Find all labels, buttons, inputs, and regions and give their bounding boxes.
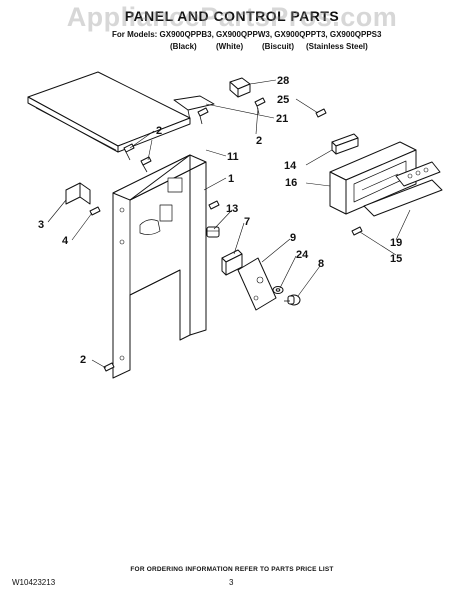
- ordering-note: FOR ORDERING INFORMATION REFER TO PARTS …: [130, 566, 334, 573]
- part-main-panel: [112, 154, 207, 379]
- page-number: 3: [229, 578, 234, 587]
- part-control-plate: [237, 257, 277, 311]
- page-title: PANEL AND CONTROL PARTS: [124, 8, 340, 24]
- part-knob: [284, 294, 301, 306]
- callout-25: 25: [277, 94, 289, 106]
- callout-9: 9: [290, 232, 296, 244]
- screw-icons: [89, 97, 363, 372]
- part-overlay: [363, 161, 443, 217]
- color-biscuit: (Biscuit): [262, 42, 294, 51]
- callout-24: 24: [296, 249, 309, 261]
- part-switch: [221, 249, 243, 276]
- part-washer: [272, 286, 284, 294]
- part-small-bracket: [65, 182, 91, 205]
- callout-19: 19: [390, 237, 402, 249]
- part-hinge-bracket: [173, 95, 215, 121]
- models-line: For Models: GX900QPPB3, GX900QPPW3, GX90…: [112, 30, 382, 39]
- color-white: (White): [216, 42, 244, 51]
- callout-4: 4: [62, 235, 69, 247]
- callout-15: 15: [390, 253, 402, 265]
- part-bezel-clip: [331, 133, 359, 155]
- callout-8: 8: [318, 258, 324, 270]
- document-number: W10423213: [12, 578, 56, 587]
- part-hinge-block: [229, 77, 251, 98]
- callout-16: 16: [285, 177, 297, 189]
- callout-14: 14: [284, 160, 297, 172]
- callout-11: 11: [227, 151, 239, 163]
- callout-21: 21: [276, 113, 288, 125]
- callout-2b: 2: [256, 135, 262, 147]
- callout-7: 7: [244, 216, 250, 228]
- callout-2c: 2: [80, 354, 86, 366]
- part-control-panel: [329, 141, 417, 215]
- callout-2a: 2: [156, 125, 162, 137]
- part-clip: [206, 226, 220, 238]
- callout-13: 13: [226, 203, 238, 215]
- part-top-cover: [27, 71, 191, 153]
- callout-28: 28: [277, 75, 289, 87]
- color-black: (Black): [170, 42, 197, 51]
- color-stainless: (Stainless Steel): [306, 42, 368, 51]
- leader-lines: [47, 79, 411, 369]
- callout-1: 1: [228, 173, 234, 185]
- callout-3: 3: [38, 219, 44, 231]
- callouts: 28 21 2 25 2 11 1 14 16 3 4 13 7 9 24 8 …: [38, 75, 402, 366]
